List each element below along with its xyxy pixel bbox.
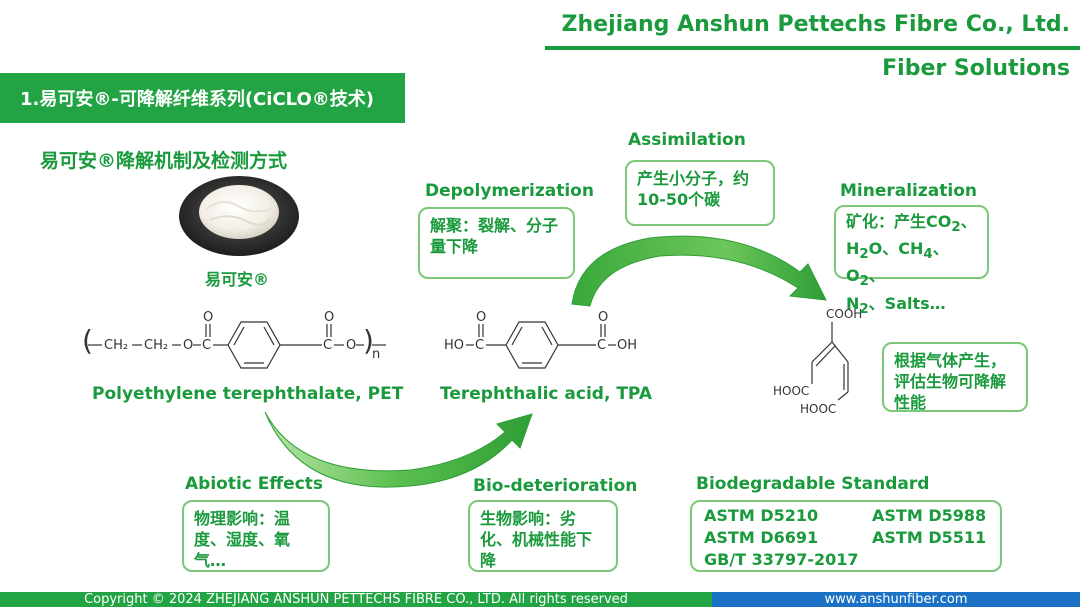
assimilation-flow-arrow: [571, 235, 827, 307]
abiotic-desc: 物理影响：温度、湿度、氧气…: [194, 509, 291, 570]
tpa-o2: O: [598, 310, 608, 325]
company-name: Zhejiang Anshun Pettechs Fibre Co., Ltd.: [561, 12, 1070, 37]
depolymerization-box: 解聚：裂解、分子量下降: [418, 207, 575, 279]
muconic-structure: COOH HOOC HOOC: [773, 307, 862, 416]
section-title-bar: 1.易可安®-可降解纤维系列(CiCLO®技术): [0, 73, 405, 123]
standard-item: ASTM D5511: [872, 528, 987, 547]
mineralization-line3: N2、Salts…: [846, 293, 946, 317]
standard-item: ASTM D5210: [704, 506, 819, 525]
assimilation-title: Assimilation: [628, 130, 746, 150]
standards-box: ASTM D5210 ASTM D5988 ASTM D6691 ASTM D5…: [690, 500, 1002, 572]
website-link[interactable]: www.anshunfiber.com: [824, 592, 968, 607]
muconic-hooc2: HOOC: [800, 402, 836, 416]
mineralization-line1: 矿化：产生CO2、: [846, 212, 977, 236]
standard-item: ASTM D6691: [704, 528, 819, 547]
pet-o-top2: O: [324, 310, 334, 325]
tpa-o1: O: [476, 310, 486, 325]
tpa-ho: HO: [444, 338, 464, 353]
detection-note: 根据气体产生，评估生物可降解性能: [894, 351, 1007, 412]
section-title: 1.易可安®-可降解纤维系列(CiCLO®技术): [20, 89, 375, 110]
mineralization-box: 矿化：产生CO2、 H2O、CH4、O2、 N2、Salts…: [834, 205, 989, 317]
copyright-text: Copyright © 2024 ZHEJIANG ANSHUN PETTECH…: [84, 592, 628, 607]
tpa-caption: Terephthalic acid, TPA: [440, 384, 652, 404]
tpa-c2: C: [597, 338, 606, 353]
tpa-c1: C: [475, 338, 484, 353]
pet-ch2-b: CH₂: [144, 338, 168, 353]
assimilation-box: 产生小分子，约10-50个碳: [625, 160, 775, 226]
pet-structure: ( CH₂ CH₂ O C O C O O ) n: [82, 310, 386, 369]
standards-title: Biodegradable Standard: [696, 474, 930, 494]
muconic-hooc1: HOOC: [773, 384, 809, 398]
page-subtitle: 易可安®降解机制及检测方式: [40, 150, 288, 172]
header-divider: [545, 46, 1080, 50]
pet-caption: Polyethylene terephthalate, PET: [92, 384, 404, 404]
standard-item: ASTM D5988: [872, 506, 987, 525]
standard-item: GB/T 33797-2017: [704, 550, 859, 569]
svg-text:): ): [363, 324, 374, 357]
pet-ch2-a: CH₂: [104, 338, 128, 353]
pet-c2: C: [323, 338, 332, 353]
product-label: 易可安®: [205, 270, 270, 289]
abiotic-box: 物理影响：温度、湿度、氧气…: [182, 500, 330, 572]
mineralization-title: Mineralization: [840, 181, 977, 201]
muconic-cooh: COOH: [826, 307, 862, 321]
fiber-sample-image: [179, 176, 299, 256]
abiotic-flow-arrow: [264, 411, 533, 488]
standards-list: ASTM D5210 ASTM D5988 ASTM D6691 ASTM D5…: [704, 505, 988, 570]
pet-o2: O: [346, 338, 356, 353]
pet-c1: C: [202, 338, 211, 353]
detection-note-box: 根据气体产生，评估生物可降解性能: [882, 342, 1028, 412]
mineralization-line2: H2O、CH4、O2、: [846, 239, 949, 290]
footer-copyright: Copyright © 2024 ZHEJIANG ANSHUN PETTECH…: [0, 592, 712, 607]
tpa-structure: HO C O C O OH: [444, 310, 637, 369]
biodeterioration-desc: 生物影响：劣化、机械性能下降: [480, 509, 593, 570]
tagline: Fiber Solutions: [882, 56, 1070, 81]
depolymerization-desc: 解聚：裂解、分子量下降: [430, 216, 559, 256]
pet-o-top1: O: [203, 310, 213, 325]
abiotic-title: Abiotic Effects: [185, 474, 324, 494]
pet-n: n: [372, 347, 380, 362]
depolymerization-title: Depolymerization: [425, 181, 594, 201]
svg-text:(: (: [82, 324, 93, 357]
tpa-oh: OH: [617, 338, 637, 353]
assimilation-desc: 产生小分子，约10-50个碳: [637, 169, 750, 209]
pet-o1: O: [183, 338, 193, 353]
biodeterioration-title: Bio-deterioration: [473, 476, 638, 496]
footer-website[interactable]: www.anshunfiber.com: [712, 592, 1080, 607]
biodeterioration-box: 生物影响：劣化、机械性能下降: [468, 500, 618, 572]
